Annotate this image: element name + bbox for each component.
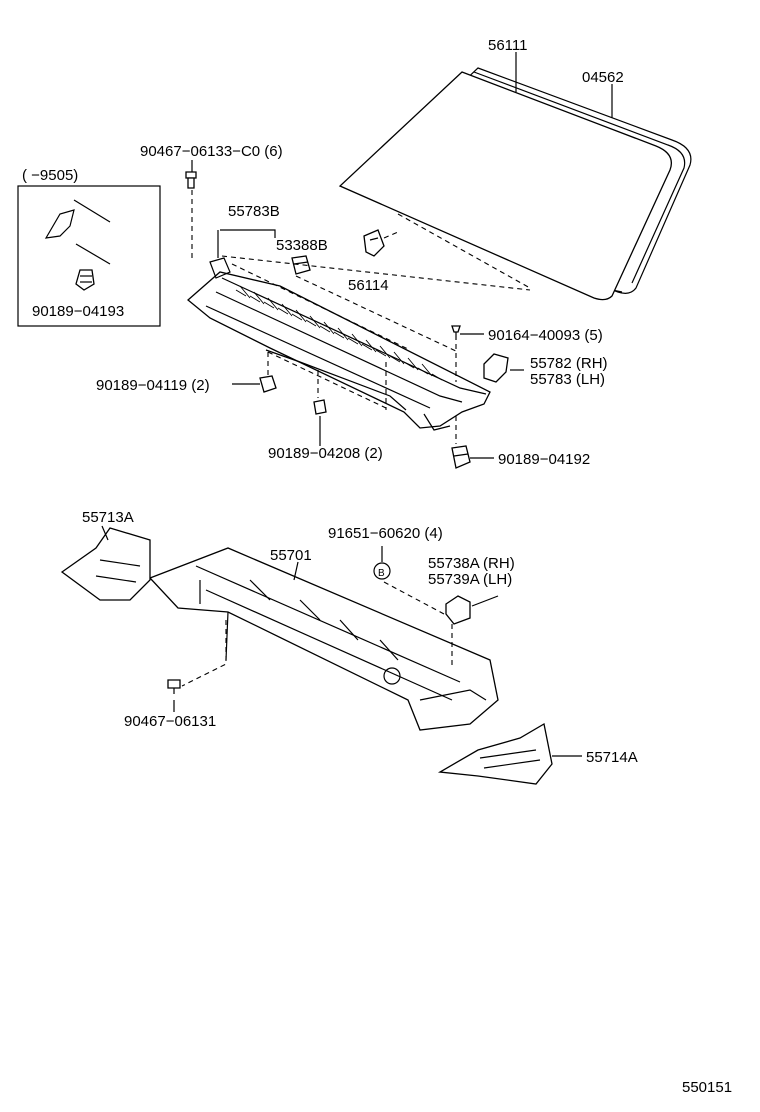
cowl-panel-55701 <box>148 547 499 731</box>
label-55782: 55782 (RH) <box>530 355 608 372</box>
clip-90189-04208 <box>313 399 327 415</box>
clip-90189-04119 <box>259 375 277 393</box>
windshield-glass <box>338 67 692 301</box>
bracket-55738A <box>445 595 471 625</box>
bracket-56114 <box>363 229 385 257</box>
label-55739A: 55739A (LH) <box>428 571 512 588</box>
side-panel-55714A <box>437 722 553 785</box>
bolt-symbol-label: B <box>378 568 385 579</box>
label-90189-04193: 90189−04193 <box>32 303 124 320</box>
cover-55782 <box>483 353 509 383</box>
labels: 56111 04562 90467−06133−C0 (6) ( −9505) … <box>22 37 732 1096</box>
screw-90467-06131 <box>167 679 181 694</box>
label-56111: 56111 <box>488 37 528 54</box>
label-90189-04208: 90189−04208 (2) <box>268 445 383 462</box>
label-90189-04192: 90189−04192 <box>498 451 590 468</box>
label-55701: 55701 <box>270 547 312 564</box>
label-55783B: 55783B <box>228 203 280 220</box>
label-90189-04119: 90189−04119 (2) <box>96 377 210 394</box>
leader-lines <box>101 52 613 757</box>
side-panel-55713A <box>60 527 151 601</box>
clip-icon <box>75 269 95 291</box>
label-91651-60620: 91651−60620 (4) <box>328 525 443 542</box>
label-55783: 55783 (LH) <box>530 371 605 388</box>
assembly-dashed-lines <box>181 190 531 687</box>
label-inset-range: ( −9505) <box>22 167 78 184</box>
cowl-top-panel <box>186 257 491 431</box>
clip-90189-04192 <box>451 445 471 469</box>
screw-90164-40093 <box>451 325 461 340</box>
label-04562: 04562 <box>582 69 624 86</box>
label-90164-40093: 90164−40093 (5) <box>488 327 603 344</box>
bolt-91651-60620 <box>373 562 391 580</box>
label-53388B: 53388B <box>276 237 328 254</box>
label-55714A: 55714A <box>586 749 638 766</box>
figure-number: 550151 <box>682 1079 732 1096</box>
label-56114: 56114 <box>348 277 389 294</box>
screw-90467-06133 <box>185 171 197 189</box>
label-55713A: 55713A <box>82 509 134 526</box>
vent-grille <box>235 285 443 381</box>
label-55738A: 55738A (RH) <box>428 555 515 572</box>
inset-box <box>17 185 161 327</box>
label-90467-06133: 90467−06133−C0 (6) <box>140 143 283 160</box>
label-90467-06131: 90467−06131 <box>124 713 216 730</box>
